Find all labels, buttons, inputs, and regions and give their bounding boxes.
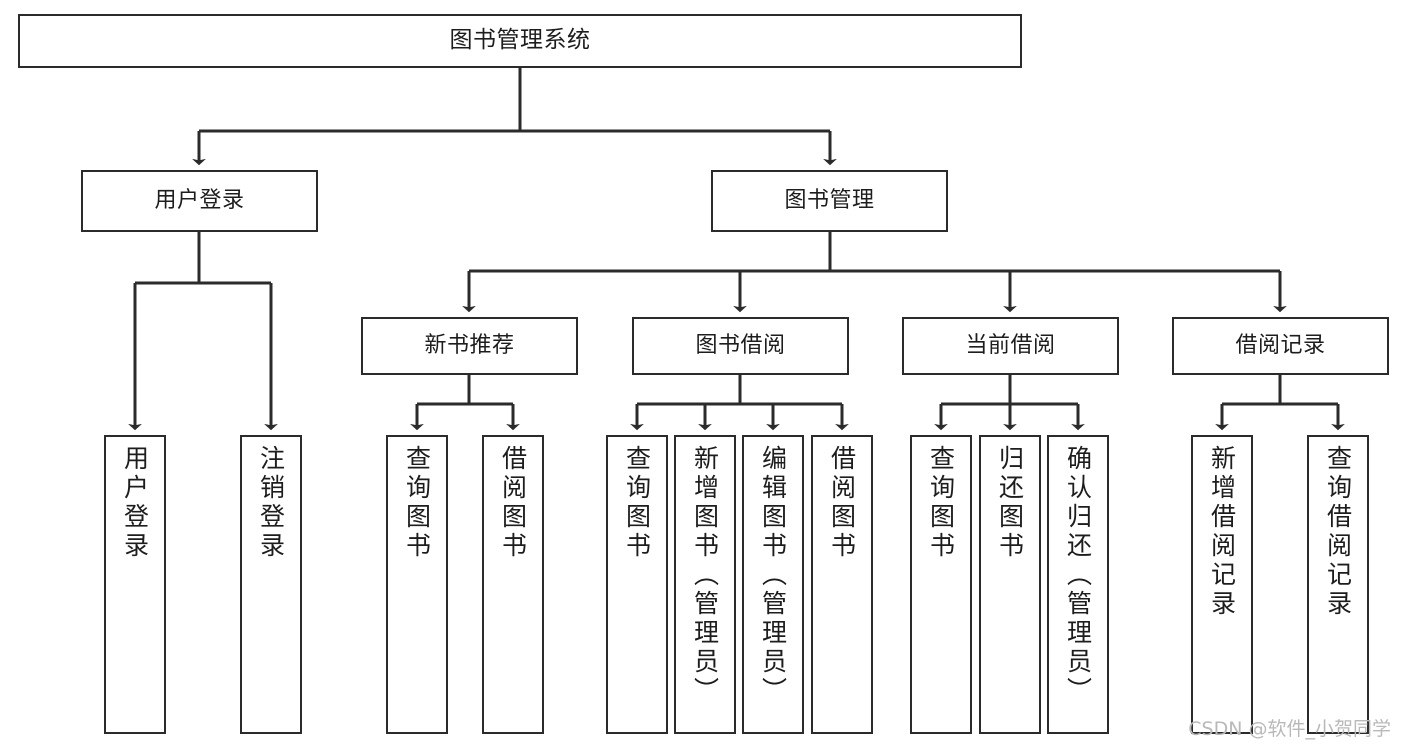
leaf-borrow-book-1[interactable]: 借阅图书 [482,435,544,734]
node-new-book-rec-label: 新书推荐 [424,333,515,359]
leaf-confirm-return-label: 确认归还（管理员） [1063,445,1093,706]
leaf-borrow-book-2-label: 借阅图书 [827,445,857,561]
leaf-return-book[interactable]: 归还图书 [979,435,1041,734]
leaf-confirm-return[interactable]: 确认归还（管理员） [1047,435,1109,734]
node-book-manage-label: 图书管理 [784,188,875,214]
leaf-add-record-label: 新增借阅记录 [1207,445,1237,619]
leaf-add-record[interactable]: 新增借阅记录 [1191,435,1253,734]
leaf-user-login[interactable]: 用户登录 [104,435,166,734]
node-user-login[interactable]: 用户登录 [81,170,318,232]
leaf-add-book-label: 新增图书（管理员） [690,445,720,706]
node-book-borrow[interactable]: 图书借阅 [632,317,849,375]
watermark: CSDN @软件_小贺同学 [1188,718,1391,740]
leaf-borrow-book-1-label: 借阅图书 [498,445,528,561]
leaf-user-login-label: 用户登录 [120,445,150,561]
node-borrow-record-label: 借阅记录 [1235,333,1326,359]
node-root[interactable]: 图书管理系统 [18,14,1022,68]
node-root-label: 图书管理系统 [449,27,591,54]
leaf-borrow-book-2[interactable]: 借阅图书 [811,435,873,734]
node-current-borrow-label: 当前借阅 [965,333,1056,359]
leaf-logout-label: 注销登录 [256,445,286,561]
node-user-login-label: 用户登录 [154,188,245,214]
leaf-query-book-1-label: 查询图书 [402,445,432,561]
leaf-query-book-2[interactable]: 查询图书 [606,435,668,734]
leaf-query-book-3-label: 查询图书 [926,445,956,561]
leaf-query-book-3[interactable]: 查询图书 [910,435,972,734]
node-book-borrow-label: 图书借阅 [695,333,786,359]
leaf-query-record-label: 查询借阅记录 [1323,445,1353,619]
node-book-manage[interactable]: 图书管理 [711,170,948,232]
leaf-query-book-1[interactable]: 查询图书 [386,435,448,734]
leaf-add-book[interactable]: 新增图书（管理员） [674,435,736,734]
leaf-logout[interactable]: 注销登录 [240,435,302,734]
leaf-return-book-label: 归还图书 [995,445,1025,561]
leaf-edit-book[interactable]: 编辑图书（管理员） [742,435,804,734]
leaf-query-record[interactable]: 查询借阅记录 [1307,435,1369,734]
node-current-borrow[interactable]: 当前借阅 [902,317,1119,375]
leaf-edit-book-label: 编辑图书（管理员） [758,445,788,706]
node-new-book-rec[interactable]: 新书推荐 [361,317,578,375]
leaf-query-book-2-label: 查询图书 [622,445,652,561]
node-borrow-record[interactable]: 借阅记录 [1172,317,1389,375]
